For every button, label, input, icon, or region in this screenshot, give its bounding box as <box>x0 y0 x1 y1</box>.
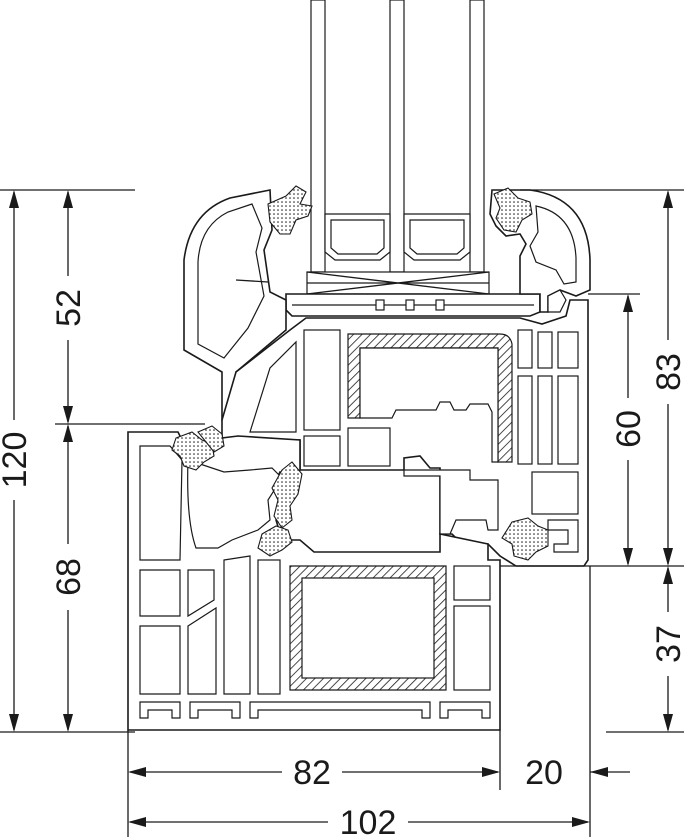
frame-gasket-outer <box>171 431 215 471</box>
sash-chamber-g <box>557 331 579 369</box>
frame-chamber-a <box>139 445 183 561</box>
sash-chamber-a <box>303 329 341 431</box>
sash-main-chamber <box>359 347 499 463</box>
frame-chamber-i <box>453 605 491 691</box>
arrow-37-bottom <box>663 714 673 732</box>
frame-chamber-f <box>223 555 251 695</box>
block-slot-1 <box>375 299 385 311</box>
sash-chamber-d <box>347 427 391 467</box>
sash-chamber-e <box>517 329 533 369</box>
sash-gasket-outer <box>501 517 549 561</box>
frame-foot-1 <box>139 701 181 719</box>
sash-chamber-j <box>557 375 579 465</box>
dim-label-left-lower: 68 <box>50 558 88 596</box>
dim-label-bottom-overlap: 20 <box>525 754 563 792</box>
outer-lip-chamber <box>529 205 577 285</box>
setting-block <box>285 293 541 317</box>
sash-lower-web <box>403 469 499 535</box>
arrow-60-top <box>623 294 633 312</box>
glazing-bead-chamber <box>197 203 265 359</box>
arrow-52-top <box>63 190 73 208</box>
arrow-120-bottom <box>9 714 19 732</box>
frame-chamber-g <box>257 559 281 695</box>
bead-web <box>235 279 269 283</box>
sash-chamber-c <box>303 435 341 467</box>
arrow-82-left <box>128 767 146 777</box>
outer-lip-hook <box>547 289 567 313</box>
outer-sash-lip <box>489 187 591 313</box>
dimension-labels: 120 52 68 83 60 37 82 20 102 <box>0 289 684 837</box>
center-seal-gasket <box>271 461 303 529</box>
glass-panes <box>306 0 490 295</box>
dim-label-right-upper: 60 <box>610 410 648 448</box>
dim-label-bottom-frame: 82 <box>293 754 331 792</box>
frame-chamber-c <box>187 569 215 618</box>
sash-chamber-b <box>249 340 297 433</box>
arrow-37-top <box>663 566 673 584</box>
frame-gasket-outer-lip <box>197 425 225 453</box>
sash-chamber-k <box>531 471 579 515</box>
dimension-lines <box>0 189 684 837</box>
arrow-120-top <box>9 190 19 208</box>
sash-chamber-i <box>537 375 553 465</box>
frame-chamber-d <box>139 625 181 695</box>
frame-gasket-center <box>257 525 293 557</box>
glazing-bead <box>183 185 313 421</box>
arrow-52-bottom <box>63 406 73 424</box>
sash-chamber-h <box>517 375 533 465</box>
arrow-68-bottom <box>63 714 73 732</box>
frame-foot-2 <box>189 701 241 719</box>
frame-main-chamber <box>301 577 435 679</box>
arrow-83-bottom <box>663 548 673 566</box>
dim-label-left-total: 120 <box>0 432 34 489</box>
sash-hook-chamber <box>547 519 579 553</box>
arrow-20-right <box>590 767 608 777</box>
frame-chamber-e <box>187 606 217 695</box>
dim-label-right-total: 83 <box>650 353 684 391</box>
block-slot-3 <box>435 299 445 311</box>
arrow-68-top <box>63 424 73 442</box>
sash-profile <box>211 299 589 567</box>
glass-gasket-outer <box>493 187 533 233</box>
glass-gasket-inner <box>267 185 313 235</box>
sash-chamber-f <box>537 331 553 369</box>
frame-foot-3 <box>249 701 431 719</box>
arrow-83-top <box>663 190 673 208</box>
glass-pane-3 <box>469 0 485 273</box>
glass-pane-2 <box>389 0 405 273</box>
arrow-60-bottom <box>623 548 633 566</box>
frame-chamber-h <box>453 565 491 601</box>
spacer-bar-1-inner <box>330 219 385 255</box>
frame-rebate-chamber <box>187 459 283 549</box>
arrow-102-right <box>572 817 590 827</box>
dim-label-left-upper: 52 <box>50 289 88 327</box>
arrow-102-left <box>128 817 146 827</box>
dim-label-bottom-total: 102 <box>340 804 397 837</box>
frame-foot-4 <box>439 701 491 719</box>
dim-label-right-lower: 37 <box>650 625 684 663</box>
arrow-82-right <box>482 767 500 777</box>
spacer-bar-2-inner <box>409 219 465 255</box>
frame-profile <box>127 425 501 731</box>
block-slot-2 <box>405 299 415 311</box>
glass-pane-1 <box>310 0 326 273</box>
frame-chamber-b <box>139 569 181 617</box>
